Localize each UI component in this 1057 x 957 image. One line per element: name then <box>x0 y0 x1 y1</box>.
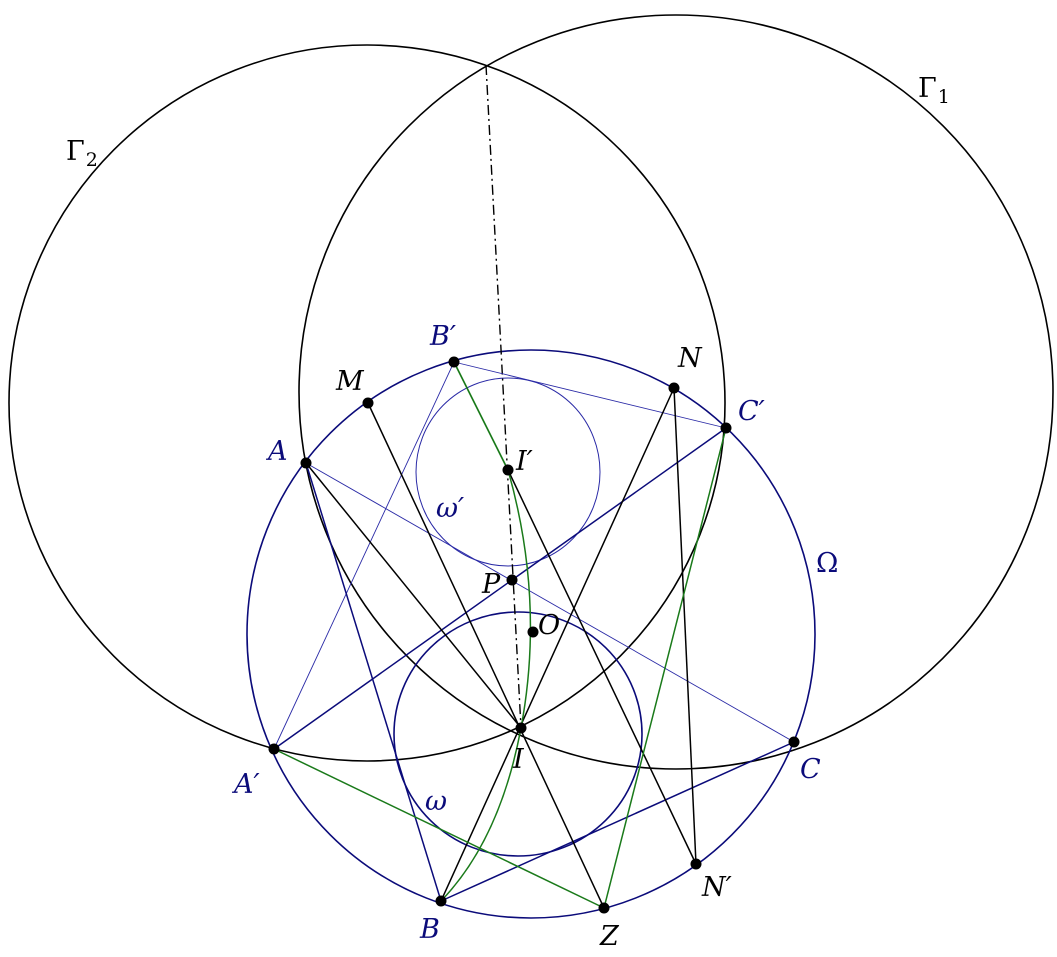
point-C-prime <box>720 422 732 434</box>
label-A: A <box>265 436 288 467</box>
label-gamma2: Γ2 <box>66 136 98 171</box>
circle-gamma1 <box>298 14 1054 770</box>
label-N-prime: N′ <box>701 872 732 903</box>
circle-omega-cap <box>246 349 816 919</box>
label-P: P <box>481 569 501 600</box>
line-Bp-Cp <box>453 361 727 429</box>
circle-omega-small <box>393 611 643 857</box>
label-Z: Z <box>599 921 620 952</box>
label-omega-small: ω <box>425 786 447 817</box>
line-N-B <box>440 387 675 902</box>
radical-axis-line <box>485 64 522 729</box>
label-omega-prime: ω′ <box>436 493 464 524</box>
line-Ap-Cp <box>273 427 727 750</box>
point-I-prime <box>502 464 514 476</box>
circle-omega-prime <box>415 377 601 567</box>
line-B-C <box>440 741 795 902</box>
line-A-B <box>305 462 442 902</box>
label-C: C <box>800 754 821 785</box>
label-B-prime: B′ <box>429 321 456 352</box>
label-I-prime: I′ <box>515 446 533 477</box>
label-O: O <box>538 610 560 641</box>
label-N: N <box>677 343 703 374</box>
label-M: M <box>335 366 365 397</box>
line-A-C <box>305 462 795 743</box>
green-curve <box>440 361 532 902</box>
label-omega-cap: Ω <box>816 548 838 579</box>
label-A-prime: A′ <box>231 769 260 800</box>
line-Cp-Z <box>603 427 727 909</box>
point-O <box>527 626 539 638</box>
line-M-Z <box>367 402 605 909</box>
point-B-prime <box>448 356 460 368</box>
circle-gamma2 <box>8 44 726 762</box>
line-A-I <box>305 462 522 729</box>
point-B <box>435 895 447 907</box>
line-Ap-Z <box>273 748 605 909</box>
point-N <box>668 382 680 394</box>
point-Z <box>598 902 610 914</box>
point-A-prime <box>268 743 280 755</box>
point-N-prime <box>690 858 702 870</box>
line-Ip-Np <box>507 469 697 865</box>
point-P <box>506 574 518 586</box>
point-I <box>515 722 527 734</box>
label-C-prime: C′ <box>738 396 765 427</box>
point-A <box>300 457 312 469</box>
line-N-Np <box>673 387 697 865</box>
label-I: I <box>512 744 525 775</box>
label-gamma1: Γ1 <box>918 73 950 108</box>
line-Bp-Ap <box>273 361 455 750</box>
point-M <box>362 397 374 409</box>
point-C <box>788 736 800 748</box>
label-B: B <box>419 914 440 945</box>
